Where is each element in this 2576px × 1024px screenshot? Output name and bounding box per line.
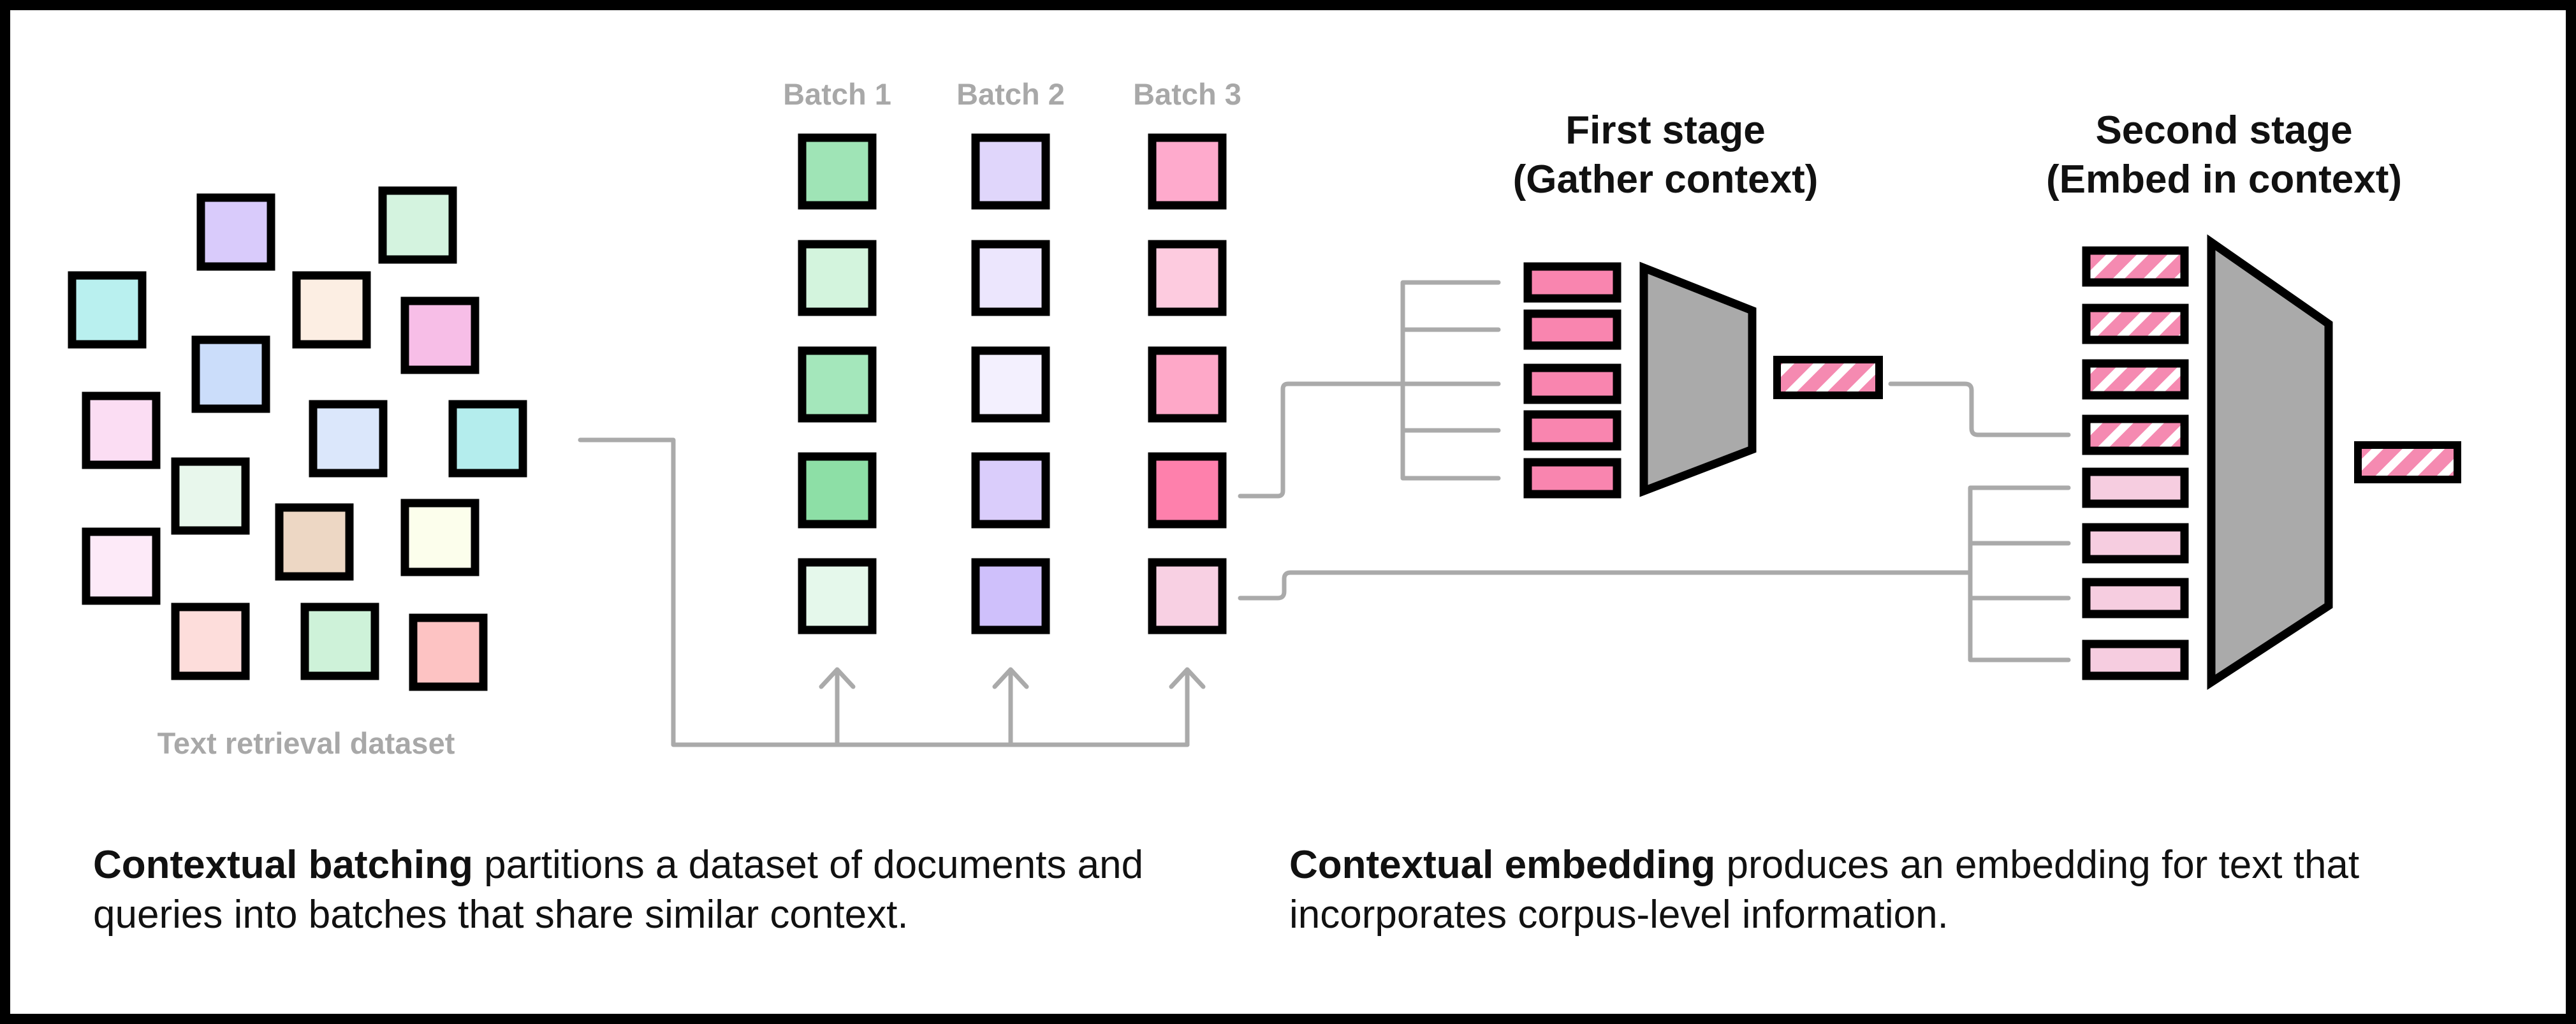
second-stage-input-bracket: [1968, 485, 2071, 662]
batch-2-document: [971, 346, 1050, 423]
dataset-document: [378, 186, 457, 264]
first-stage-token: [1523, 363, 1621, 404]
contextual-embedding-caption: Contextual embedding produces an embeddi…: [1289, 840, 2501, 940]
batch-1-label: Batch 1: [783, 77, 891, 111]
batch-3-document: [1148, 452, 1227, 529]
text-retrieval-dataset: [68, 186, 527, 691]
contextual-embedding-term: Contextual embedding: [1289, 843, 1716, 887]
dataset-document: [448, 400, 527, 478]
first-stage-title: First stage: [1565, 108, 1766, 152]
second-stage-context-token: [2082, 414, 2189, 455]
dataset-document: [68, 271, 147, 349]
batch-3-document: [1148, 240, 1227, 316]
dataset-document: [309, 400, 388, 478]
batch-1-document: [798, 558, 877, 634]
dataset-document: [400, 296, 479, 374]
batch-1-document: [798, 452, 877, 529]
batch-1-document: [798, 133, 877, 210]
dataset-to-batches-connector: [578, 437, 1190, 747]
dataset-document: [171, 603, 250, 680]
batch-2-label: Batch 2: [956, 77, 1065, 111]
dataset-document: [292, 271, 371, 349]
contextual-batching-caption: Contextual batching partitions a dataset…: [93, 840, 1241, 940]
context-to-second-stage-connector: [1888, 381, 2071, 437]
second-stage-title: Second stage: [2095, 108, 2352, 152]
batch-3-document: [1148, 558, 1227, 634]
batch-2-arrow-head: [992, 667, 1029, 689]
first-stage: First stage (Gather context): [1513, 108, 1883, 499]
batch-1-document: [798, 240, 877, 316]
dataset-document: [171, 457, 250, 535]
second-stage-text-token: [2082, 578, 2189, 618]
batch-3-arrow-head: [1169, 667, 1206, 689]
batch-3-document: [1148, 133, 1227, 210]
first-stage-token: [1523, 309, 1621, 350]
second-stage-input-tokens: [2082, 246, 2189, 680]
batch-2-document: [971, 452, 1050, 529]
first-stage-token: [1523, 262, 1621, 303]
second-stage-encoder: [2207, 234, 2333, 690]
first-stage-subtitle: (Gather context): [1513, 157, 1819, 201]
batches: [798, 133, 1227, 634]
batch-to-second-stage-connector: [1238, 570, 1973, 601]
dataset-document: [400, 499, 479, 576]
first-stage-token: [1523, 458, 1621, 499]
dataset-document: [409, 613, 488, 691]
batch-2-document: [971, 558, 1050, 634]
connectors: [578, 280, 2071, 747]
dataset-document: [191, 335, 270, 413]
second-stage: Second stage (Embed in context): [2046, 108, 2461, 690]
first-stage-token: [1523, 410, 1621, 451]
second-stage-text-token: [2082, 467, 2189, 508]
batch-3-label: Batch 3: [1133, 77, 1241, 111]
batch-to-first-stage-connector: [1238, 381, 1405, 499]
first-stage-input-bracket: [1400, 280, 1501, 481]
batch-2-document: [971, 240, 1050, 316]
dataset-document: [275, 503, 354, 581]
contextual-batching-term: Contextual batching: [93, 843, 473, 887]
dataset-label: Text retrieval dataset: [157, 726, 455, 760]
first-stage-input-tokens: [1523, 262, 1621, 499]
dataset-document: [300, 603, 379, 680]
second-stage-subtitle: (Embed in context): [2046, 157, 2402, 201]
second-stage-context-token: [2082, 246, 2189, 287]
contextual-batching-description: partitions a dataset of documents and qu…: [93, 843, 1144, 937]
batch-3-document: [1148, 346, 1227, 423]
dataset-document: [196, 193, 275, 271]
contextual-embedding-description: produces an embedding for text that inco…: [1289, 843, 2360, 937]
contextual-embedding-output: [2354, 441, 2461, 483]
first-stage-encoder: [1639, 261, 1757, 497]
second-stage-context-token: [2082, 359, 2189, 400]
second-stage-context-token: [2082, 304, 2189, 344]
batch-1-document: [798, 346, 877, 423]
batch-2-document: [971, 133, 1050, 210]
context-embedding-output: [1773, 356, 1883, 399]
batch-1-arrow-head: [819, 667, 856, 689]
dataset-document: [82, 527, 161, 605]
second-stage-text-token: [2082, 640, 2189, 680]
second-stage-text-token: [2082, 523, 2189, 564]
dataset-document: [82, 391, 161, 469]
